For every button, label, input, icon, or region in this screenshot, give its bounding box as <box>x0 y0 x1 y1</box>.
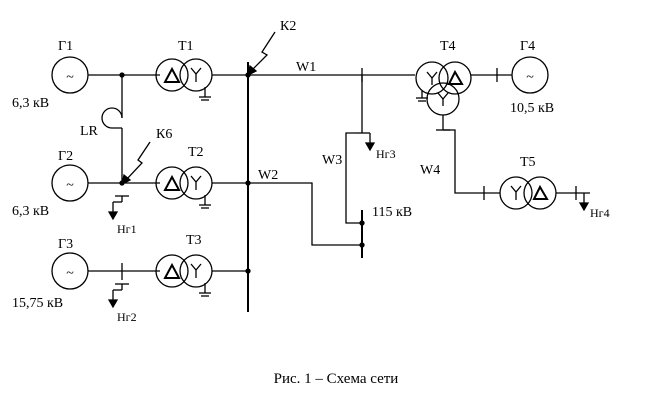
load-n2-label: Нг2 <box>117 310 137 324</box>
fault-k6-label: К6 <box>156 127 172 142</box>
generator-g3-label: Г3 <box>58 237 73 252</box>
transformer-t5-label: Т5 <box>520 155 536 170</box>
load-n4-label: Нг4 <box>590 206 610 220</box>
generator-g4-symbol: ~ <box>526 70 534 85</box>
line-w2 <box>248 182 362 246</box>
fault-k6: К6 <box>121 127 172 186</box>
load-n3-label: Нг3 <box>376 147 396 161</box>
generator-g1-voltage: 6,3 кВ <box>12 96 49 111</box>
figure-caption: Рис. 1 – Схема сети <box>274 371 399 387</box>
generator-g4-voltage: 10,5 кВ <box>510 101 554 116</box>
transformer-t5: Т5 <box>499 155 557 210</box>
line-w4 <box>443 129 500 194</box>
generator-g2-symbol: ~ <box>66 178 74 193</box>
generator-g1: ~ Г1 6,3 кВ <box>12 39 89 111</box>
load-n2: Нг2 <box>107 283 137 324</box>
generator-g2: ~ Г2 6,3 кВ <box>12 149 89 219</box>
generator-g1-label: Г1 <box>58 39 73 54</box>
fault-k2: К2 <box>247 19 296 77</box>
generator-g2-label: Г2 <box>58 149 73 164</box>
bus-115kv-label: 115 кВ <box>372 205 412 220</box>
reactor-lr-label: LR <box>80 124 99 139</box>
line-w4-label: W4 <box>420 163 440 178</box>
transformer-t2-label: Т2 <box>188 145 204 160</box>
transformer-t2: Т2 <box>155 145 213 209</box>
load-n1-label: Нг1 <box>117 222 137 236</box>
load-n1: Нг1 <box>107 195 137 236</box>
generator-g3: ~ Г3 15,75 кВ <box>12 237 89 311</box>
transformer-t4: Т4 <box>415 39 472 116</box>
transformer-t4-label: Т4 <box>440 39 456 54</box>
generator-g3-symbol: ~ <box>66 266 74 281</box>
transformer-t1-label: Т1 <box>178 39 194 54</box>
generator-g4: ~ Г4 10,5 кВ <box>510 39 554 116</box>
transformer-t1: Т1 <box>155 39 213 101</box>
line-w2-label: W2 <box>258 168 278 183</box>
transformer-t3-label: Т3 <box>186 233 202 248</box>
line-w1-label: W1 <box>296 60 316 75</box>
generator-g2-voltage: 6,3 кВ <box>12 204 49 219</box>
line-w3 <box>345 132 362 224</box>
generator-g4-label: Г4 <box>520 39 535 54</box>
fault-k2-label: К2 <box>280 19 296 34</box>
reactor-lr: LR <box>80 75 123 183</box>
generator-g3-voltage: 15,75 кВ <box>12 296 63 311</box>
generator-g1-symbol: ~ <box>66 70 74 85</box>
transformer-t3: Т3 <box>155 233 213 297</box>
line-w3-label: W3 <box>322 153 342 168</box>
